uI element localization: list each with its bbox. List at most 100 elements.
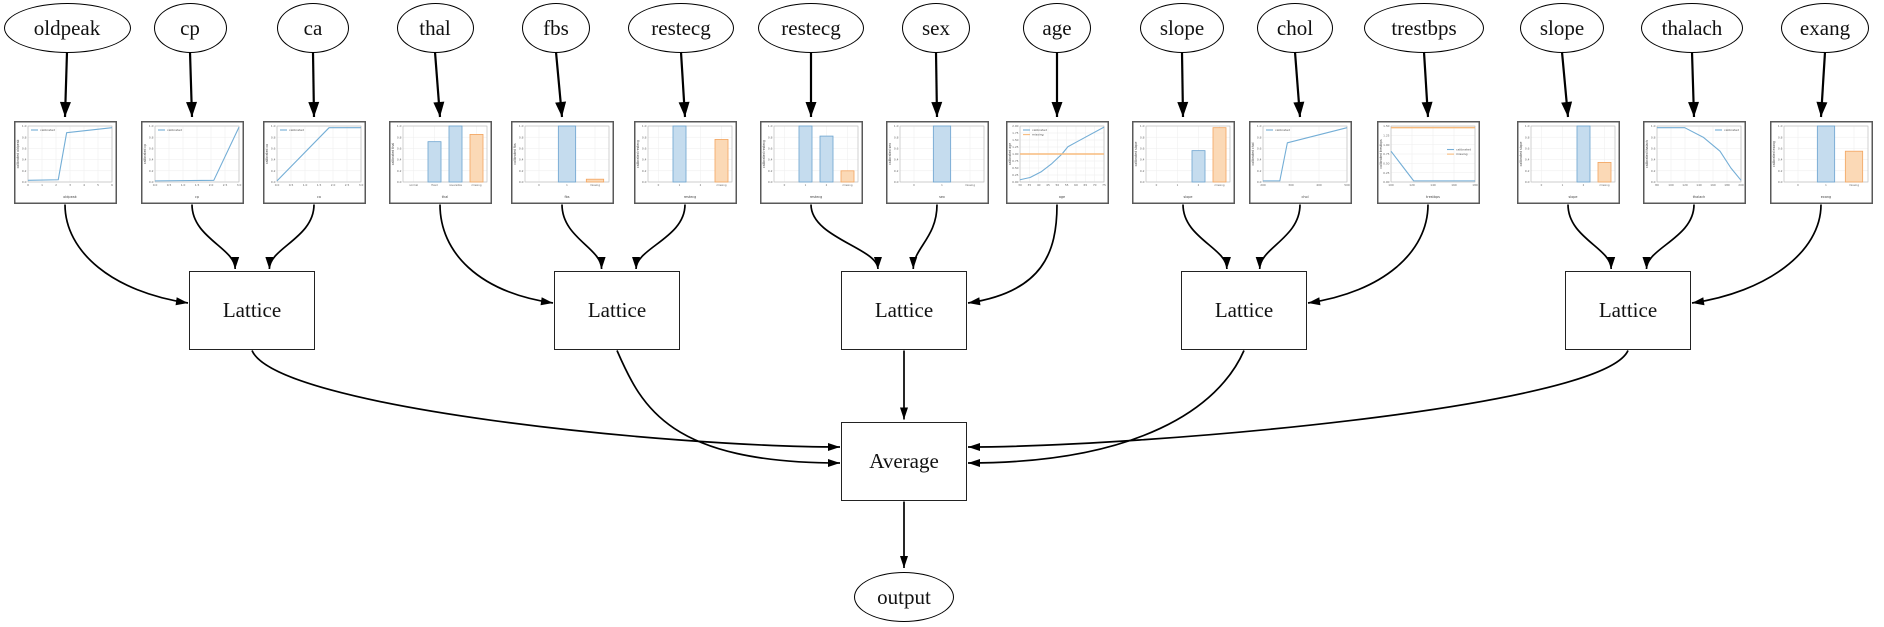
tick-label: 0.6 — [396, 147, 401, 151]
lattice-node-4: Lattice — [1181, 271, 1307, 350]
tick-label: 2 — [825, 183, 827, 187]
lattice-node-1: Lattice — [189, 271, 315, 350]
tick-label: 0.4 — [148, 158, 153, 162]
feature-node-slope: slope — [1140, 3, 1224, 53]
tick-label: 0.6 — [518, 147, 523, 151]
tick-label: 30 — [1018, 183, 1022, 187]
bar-1 — [798, 125, 812, 183]
chart-frame — [1642, 121, 1746, 204]
tick-label: 3 — [69, 183, 71, 187]
bar-1 — [557, 125, 576, 183]
tick-label: 400 — [1316, 183, 1322, 187]
lattice-node-5: Lattice — [1565, 271, 1691, 350]
tick-label: 0.6 — [270, 147, 275, 151]
tick-label: 2 — [699, 183, 701, 187]
bar-1 — [672, 125, 686, 183]
tick-label: 0.0 — [1777, 180, 1782, 184]
edge-arrow — [1560, 51, 1573, 118]
tick-label: 0.2 — [1256, 169, 1261, 173]
edge-arrow — [191, 204, 240, 270]
tick-label: 0.50 — [1383, 161, 1390, 165]
tick-label: normal — [408, 183, 417, 187]
tick-label: 0.4 — [641, 158, 646, 162]
plot-border — [276, 125, 361, 183]
edge-arrow — [1642, 204, 1695, 270]
y-axis-label: calibrated oldpeak — [16, 139, 20, 168]
series-line-calibrated — [1656, 127, 1741, 181]
tick-label: 500 — [1344, 183, 1350, 187]
tick-label: 1 — [41, 183, 43, 187]
tick-label: 0 — [657, 183, 659, 187]
tick-label: 1.0 — [641, 124, 646, 128]
feature-node-ca: ca — [277, 3, 349, 53]
bar-missing — [1844, 150, 1863, 183]
tick-label: 0.0 — [152, 183, 157, 187]
tick-label: 2.5 — [222, 183, 227, 187]
bar-missing — [1212, 127, 1226, 183]
x-axis-label: restecg — [809, 195, 822, 199]
tick-label: 0.8 — [148, 135, 153, 139]
y-axis-label: calibrated trestbps — [1379, 139, 1383, 169]
tick-label: 0.6 — [21, 147, 26, 151]
tick-label: 1.0 — [270, 124, 275, 128]
tick-label: 0.2 — [148, 169, 153, 173]
feature-label-trestbps: trestbps — [1391, 15, 1457, 40]
lattice-label: Lattice — [1598, 298, 1658, 322]
y-axis-label: calibrated restecg — [636, 140, 640, 168]
tick-label: 0.0 — [148, 180, 153, 184]
tick-label: 1.0 — [396, 124, 401, 128]
tick-label: 1.25 — [1383, 133, 1390, 137]
legend-label: calibrated — [167, 128, 182, 132]
y-axis-label: calibrated fbs — [513, 143, 517, 165]
average-node: Average — [841, 422, 967, 501]
y-axis-label: calibrated thal — [391, 143, 395, 166]
edge-arrow — [931, 51, 943, 118]
edge-arrow — [909, 204, 938, 270]
feature-label-fbs: fbs — [543, 15, 569, 40]
tick-label: 0.2 — [270, 169, 275, 173]
tick-label: 0.6 — [767, 147, 772, 151]
tick-label: 0.4 — [1256, 158, 1261, 162]
edge-arrow — [967, 350, 1245, 467]
tick-label: 2.0 — [208, 183, 213, 187]
tick-label: 0.00 — [1012, 180, 1019, 184]
tick-label: 75 — [1102, 183, 1106, 187]
y-axis-label: calibrated restecg — [762, 140, 766, 168]
tick-label: 0.2 — [1524, 169, 1529, 173]
tick-label: missing — [1849, 183, 1859, 187]
tick-label: 0.25 — [1383, 171, 1390, 175]
tick-label: 0.4 — [893, 158, 898, 162]
edge-arrow — [1307, 204, 1429, 306]
x-axis-label: fbs — [564, 195, 569, 199]
feature-label-cp: cp — [180, 15, 200, 40]
feature-node-fbs: fbs — [522, 3, 590, 53]
y-axis-label: calibrated slope — [1134, 142, 1138, 167]
tick-label: 0.8 — [1777, 135, 1782, 139]
feature-label-thal: thal — [419, 15, 451, 40]
tick-label: 0.75 — [1012, 159, 1019, 163]
y-axis-label: calibrated exang — [1772, 141, 1776, 167]
output-label: output — [877, 584, 931, 609]
bar-1 — [932, 125, 951, 183]
tick-label: 0.6 — [1777, 147, 1782, 151]
tick-label: 2.0 — [330, 183, 335, 187]
feature-node-cp: cp — [153, 3, 227, 53]
tick-label: 0.0 — [641, 180, 646, 184]
tick-label: 1 — [1176, 183, 1178, 187]
average-label: Average — [869, 449, 939, 473]
tick-label: 160 — [1710, 183, 1716, 187]
feature-label-sex: sex — [922, 15, 950, 40]
tick-label: 100 — [1668, 183, 1674, 187]
tick-label: 0.6 — [1256, 147, 1261, 151]
tick-label: 0.6 — [1139, 147, 1144, 151]
tick-label: 0.4 — [1139, 158, 1144, 162]
plot-border — [1262, 125, 1347, 183]
tick-label: 0 — [1797, 183, 1799, 187]
edge-arrow — [251, 350, 841, 451]
edge-arrow — [433, 51, 445, 118]
chart-frame — [140, 121, 244, 204]
